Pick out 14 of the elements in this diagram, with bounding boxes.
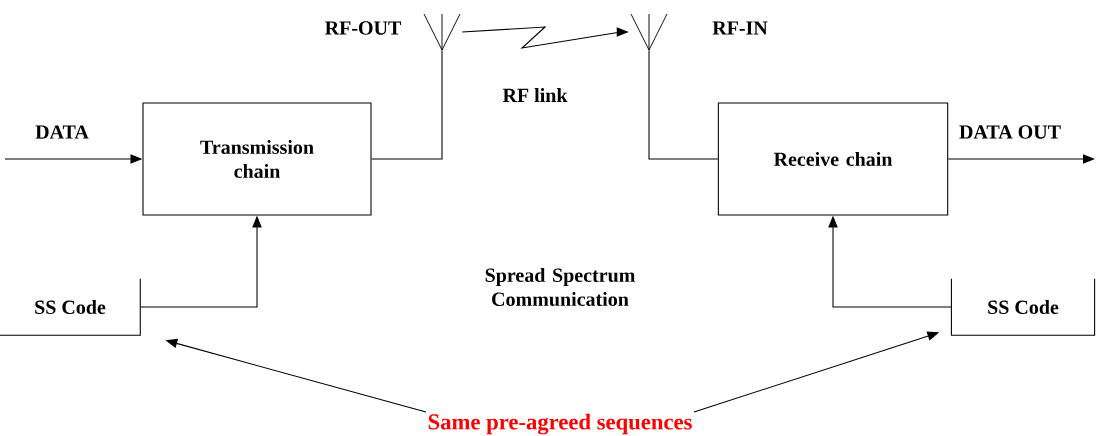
edge-label: RF link xyxy=(501,86,569,104)
label-text: Spread Spectrum Communication xyxy=(485,267,636,307)
edge-label: DATA OUT xyxy=(957,123,1063,141)
label-text: RF-IN xyxy=(712,21,768,35)
process-box: Transmission chain xyxy=(142,102,372,216)
note-text: Same pre-agreed sequences xyxy=(428,413,692,435)
process-box: Receive chain xyxy=(717,102,949,216)
antenna-symbol xyxy=(423,13,461,51)
code-block: SS Code xyxy=(950,278,1096,336)
code-block: SS Code xyxy=(0,278,141,336)
arrow xyxy=(947,154,1095,164)
edge-label: DATA xyxy=(33,124,91,140)
label-text: RF-OUT xyxy=(325,21,401,35)
antenna-symbol xyxy=(630,13,668,51)
